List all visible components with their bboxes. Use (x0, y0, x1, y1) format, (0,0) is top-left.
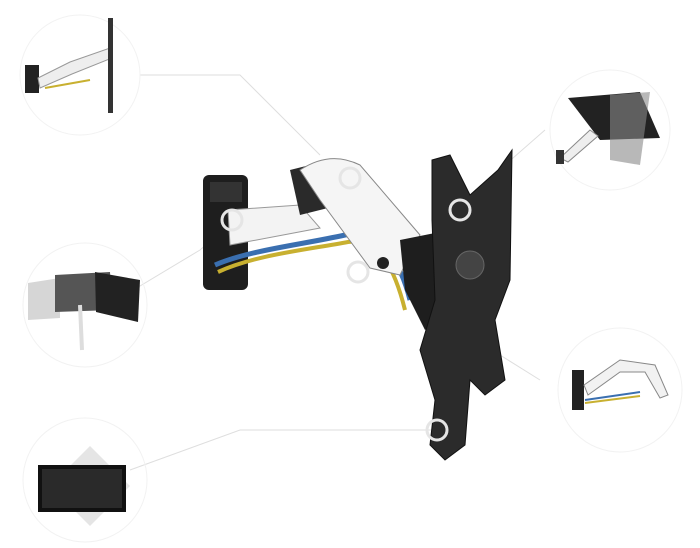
inset-wall-mount-folded (25, 18, 113, 113)
inset-tilt-view (556, 92, 660, 165)
leader-lines (124, 74, 546, 471)
inset-swivel-view (28, 272, 140, 351)
inset-rotation-view (38, 446, 130, 526)
inset-circles (19, 14, 683, 543)
main-monitor-arm (203, 148, 513, 461)
inset-side-extended-view (572, 359, 669, 410)
